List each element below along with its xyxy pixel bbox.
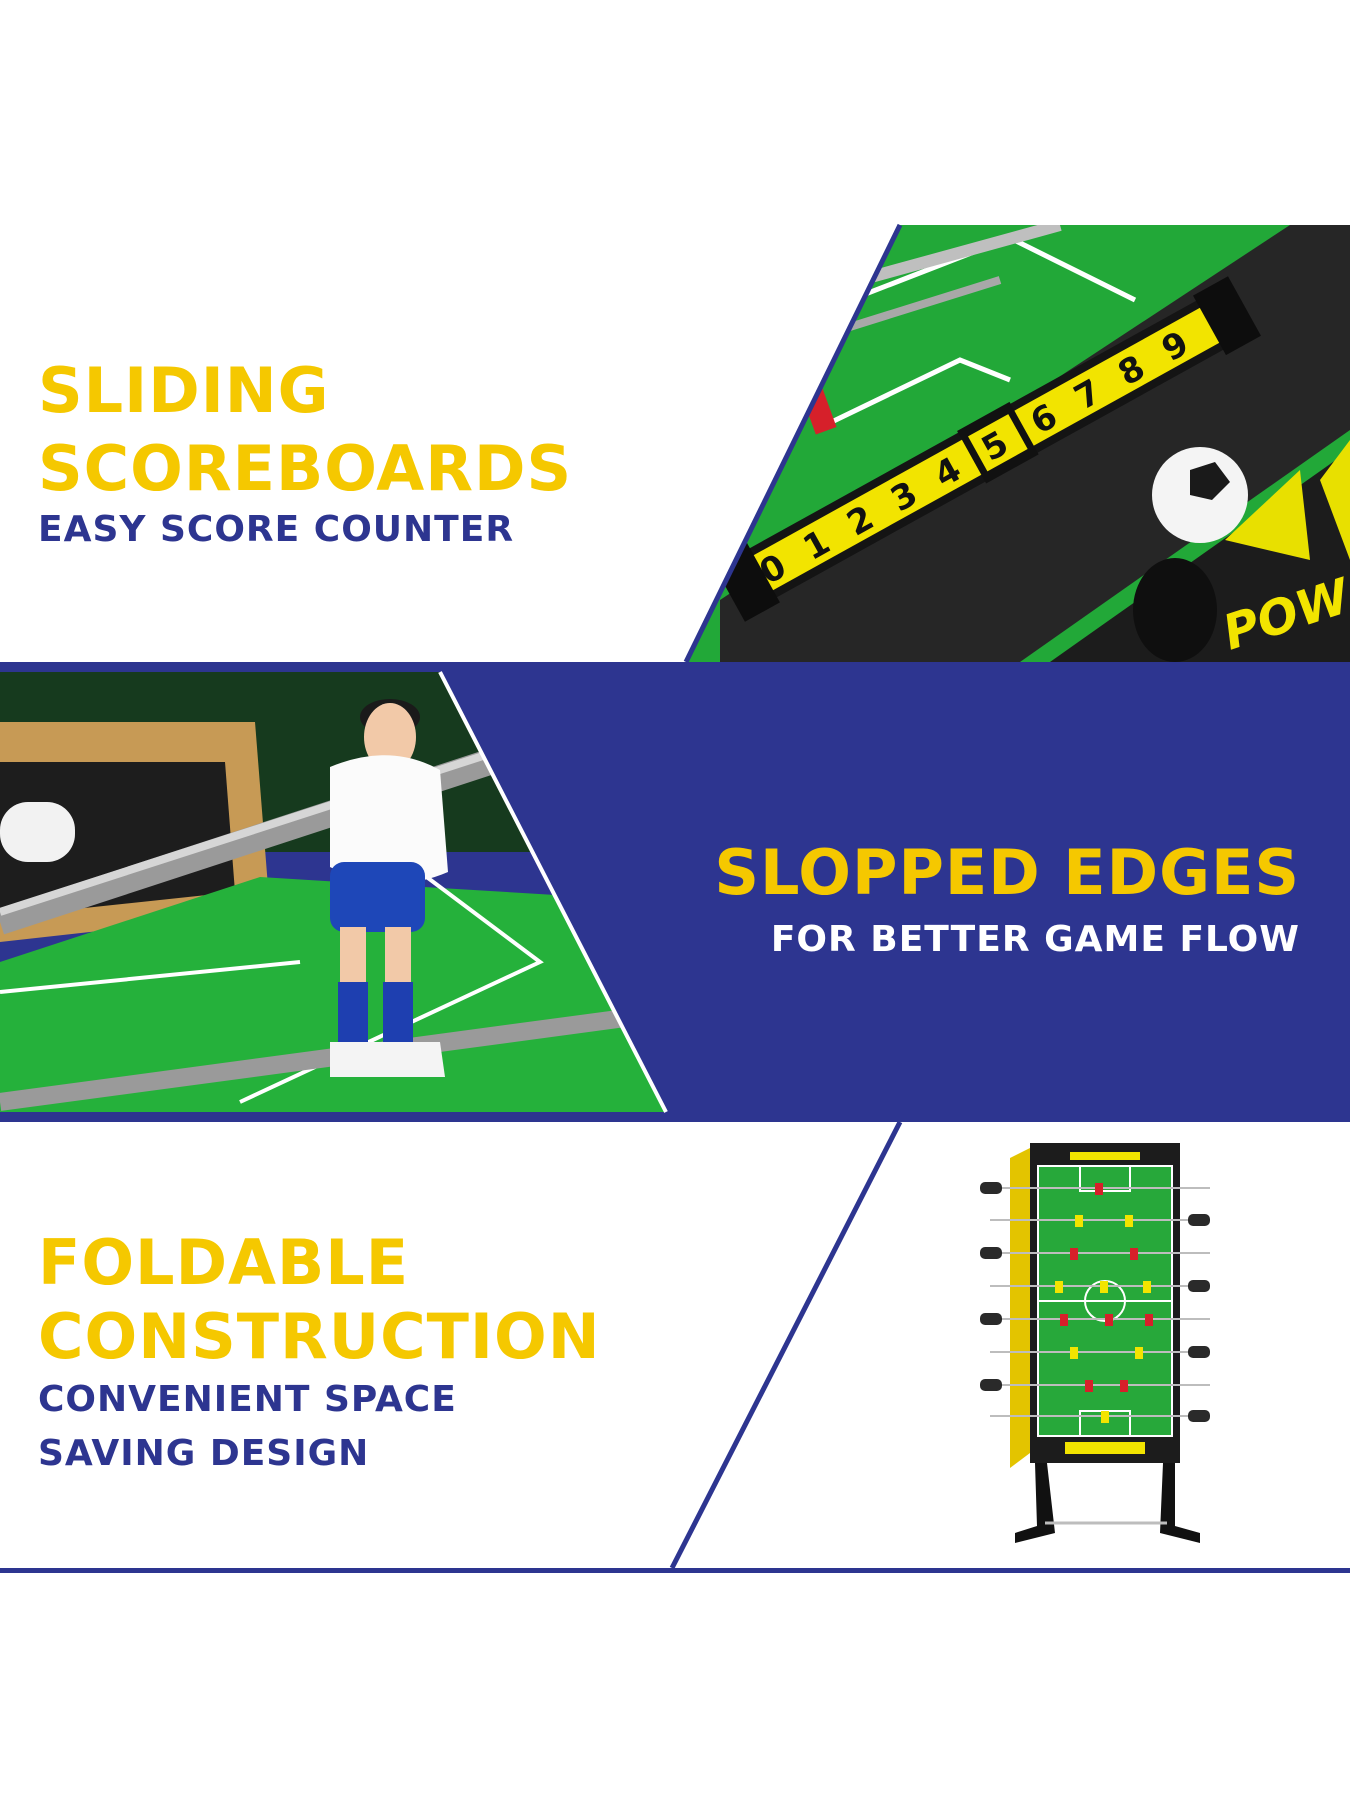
bottom-divider: [0, 1568, 1350, 1573]
foldable-construction-title-line-2: CONSTRUCTION: [38, 1300, 601, 1373]
foldable-construction-title-line-1: FOLDABLE: [38, 1226, 410, 1299]
slopped-edges-title: SLOPPED EDGES: [714, 836, 1300, 909]
sliding-scoreboards-subtitle: EASY SCORE COUNTER: [38, 509, 515, 550]
sliding-scoreboards-title-line-1: SLIDING: [38, 354, 330, 427]
foldable-construction-subtitle-line-2: SAVING DESIGN: [38, 1433, 370, 1474]
folded-table-photo-icon: [980, 1143, 1210, 1543]
foldable-construction-subtitle-line-1: CONVENIENT SPACE: [38, 1379, 457, 1420]
foosball-player-photo-icon: [0, 662, 1350, 1122]
slopped-edges-subtitle: FOR BETTER GAME FLOW: [770, 919, 1300, 960]
section-3-slash-divider: [669, 1122, 903, 1570]
sliding-scoreboards-title-line-2: SCOREBOARDS: [38, 432, 573, 505]
